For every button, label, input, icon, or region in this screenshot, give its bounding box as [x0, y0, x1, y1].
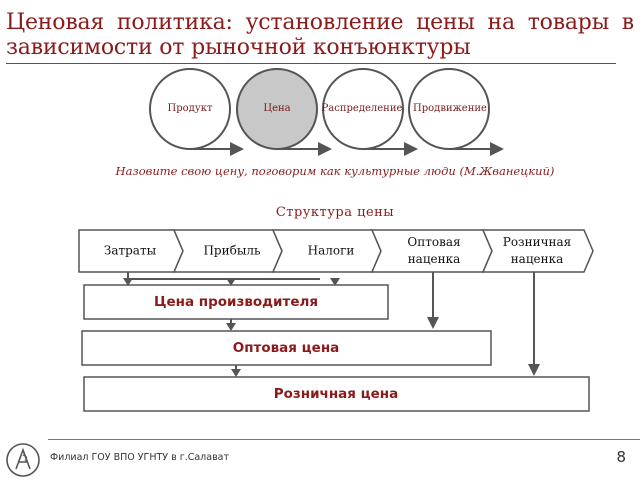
- price-structure-title: Структура цены: [275, 205, 395, 220]
- mix-label-promotion: Продвижение: [413, 103, 487, 114]
- component-wholesale-markup: Оптовая наценка: [407, 235, 461, 266]
- slide-title: Ценовая политика: установление цены на т…: [6, 10, 634, 60]
- mix-label-distribution: Распределение: [321, 103, 403, 114]
- bar-wholesale-price: [81, 330, 492, 366]
- component-profit: Прибыль: [203, 243, 261, 258]
- producer-price-label: Цена производителя: [153, 294, 319, 310]
- chevron-retail-markup: [481, 229, 594, 273]
- mix-label-price: Цена: [263, 103, 291, 114]
- retail-price-label: Розничная цена: [273, 386, 399, 402]
- component-retail-markup: Розничная наценка: [502, 235, 572, 266]
- mix-label-product: Продукт: [167, 103, 213, 114]
- footer-divider: [48, 439, 640, 440]
- component-taxes: Налоги: [307, 243, 355, 258]
- structure-arrowheads: [123, 278, 540, 377]
- bar-producer-price: [83, 284, 389, 320]
- bar-retail-price: [83, 376, 590, 412]
- page-number: 8: [616, 448, 626, 466]
- quote-text: Назовите свою цену, поговорим как культу…: [115, 164, 555, 178]
- wholesale-price-label: Оптовая цена: [232, 340, 340, 356]
- university-logo-icon: [6, 443, 40, 477]
- title-divider: [6, 63, 616, 64]
- price-bars: [81, 284, 590, 412]
- footer-branch-name: Филиал ГОУ ВПО УГНТУ в г.Салават: [50, 452, 230, 463]
- marketing-mix-arrowheads: [230, 142, 504, 156]
- component-costs: Затраты: [103, 243, 157, 258]
- marketing-mix-circles: [149, 68, 490, 150]
- price-components: [78, 229, 594, 273]
